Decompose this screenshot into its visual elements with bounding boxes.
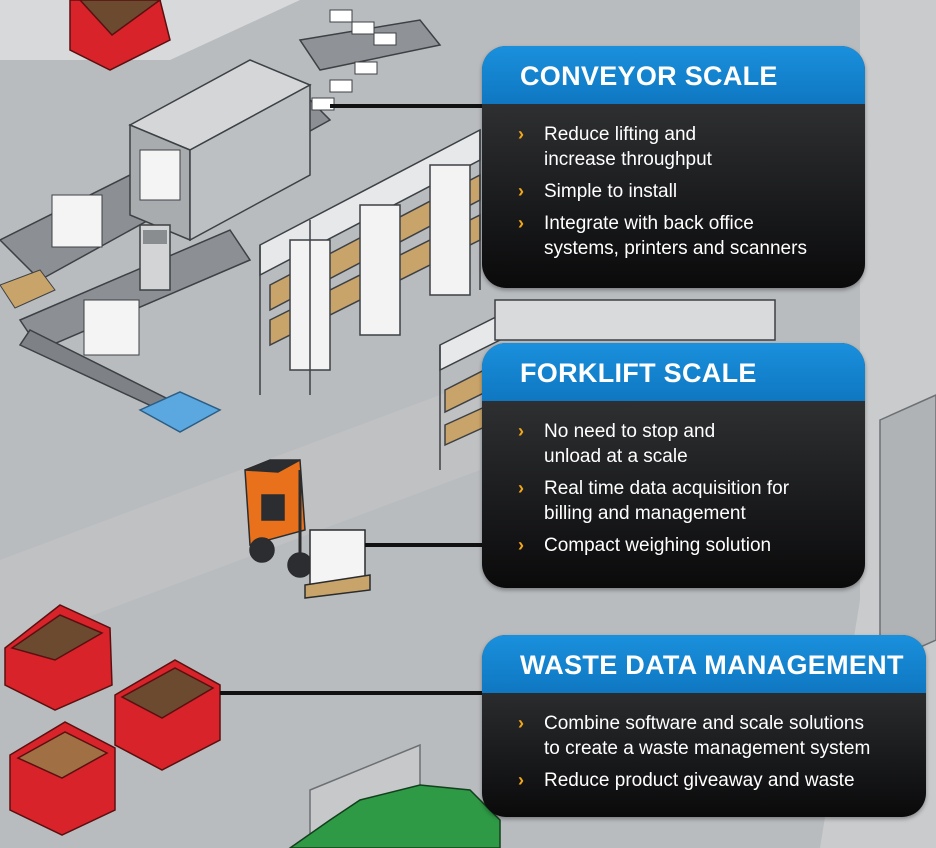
callout-title: WASTE DATA MANAGEMENT bbox=[482, 635, 926, 693]
feature-text: Reduce product giveaway and waste bbox=[544, 770, 855, 791]
chevron-right-icon: › bbox=[518, 124, 524, 144]
callout-conveyor-scale: CONVEYOR SCALE › Reduce lifting and incre… bbox=[482, 46, 865, 288]
feature-text: Combine software and scale solutions to … bbox=[544, 713, 871, 759]
chevron-right-icon: › bbox=[518, 535, 524, 555]
feature-text: Compact weighing solution bbox=[544, 535, 772, 556]
feature-list: ›Reduce lifting and increase throughput … bbox=[482, 104, 865, 261]
callout-title: CONVEYOR SCALE bbox=[482, 46, 865, 104]
scanner-tunnel-side bbox=[189, 83, 311, 242]
platform-scale bbox=[138, 391, 222, 433]
conveyor-belt-top bbox=[298, 19, 442, 71]
feature-item: › Compact weighing solution bbox=[518, 533, 865, 558]
pallet-racking bbox=[259, 128, 776, 470]
callout-forklift-scale: FORKLIFT SCALE › No need to stop and unlo… bbox=[482, 343, 865, 588]
right-wall-panel bbox=[879, 394, 936, 667]
feature-item: › Reduce lifting and increase throughput bbox=[518, 122, 865, 172]
feature-text: No need to stop and unload at a scale bbox=[544, 421, 716, 467]
chevron-right-icon: › bbox=[518, 213, 524, 233]
pallet-stacks bbox=[51, 149, 181, 356]
chevron-right-icon: › bbox=[518, 181, 524, 201]
feature-item: › Reduce product giveaway and waste bbox=[518, 768, 926, 793]
feature-text: Reduce lifting and increase throughput bbox=[544, 124, 712, 170]
chevron-right-icon: › bbox=[518, 713, 524, 733]
chevron-right-icon: › bbox=[518, 421, 524, 441]
waste-bins bbox=[4, 0, 221, 836]
callout-title: FORKLIFT SCALE bbox=[482, 343, 865, 401]
green-truck bbox=[288, 784, 501, 848]
scale-terminal-screen bbox=[143, 230, 167, 244]
chevron-right-icon: › bbox=[518, 478, 524, 498]
feature-item: › Real time data acquisition for billing … bbox=[518, 476, 865, 526]
chevron-right-icon: › bbox=[518, 770, 524, 790]
feature-text: Integrate with back office systems, prin… bbox=[544, 213, 807, 259]
feature-item: › Simple to install bbox=[518, 179, 865, 204]
floor-lane bbox=[0, 380, 480, 650]
boxes-on-conveyor bbox=[311, 9, 397, 111]
feature-item: › Integrate with back office systems, pri… bbox=[518, 211, 865, 261]
feature-list: › No need to stop and unload at a scale ›… bbox=[482, 401, 865, 558]
forklift bbox=[244, 459, 371, 599]
feature-item: › Combine software and scale solutions to… bbox=[518, 711, 926, 761]
feature-list: › Combine software and scale solutions to… bbox=[482, 693, 926, 793]
feature-text: Real time data acquisition for billing a… bbox=[544, 478, 790, 524]
callout-waste-data-management: WASTE DATA MANAGEMENT › Combine software … bbox=[482, 635, 926, 817]
wood-pallet bbox=[0, 269, 56, 309]
feature-text: Simple to install bbox=[544, 181, 678, 202]
feature-item: › No need to stop and unload at a scale bbox=[518, 419, 865, 469]
